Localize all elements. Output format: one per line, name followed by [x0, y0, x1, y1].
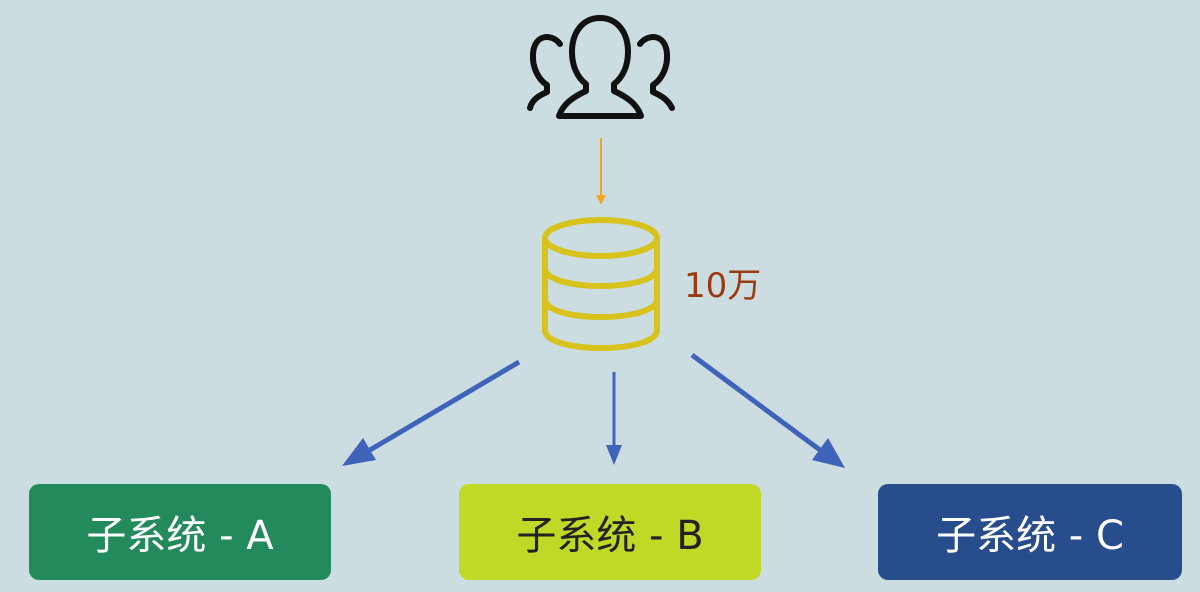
users-icon [527, 15, 675, 119]
subsystem-a-box: 子系统 - A [29, 484, 331, 580]
arrow-to-subsystem-a [342, 359, 521, 466]
subsystem-b-box: 子系统 - B [459, 484, 761, 580]
subsystem-c-label: 子系统 - C [936, 513, 1124, 559]
arrow-to-subsystem-b [606, 372, 622, 465]
subsystem-b-label: 子系统 - B [516, 513, 704, 559]
arrow-to-subsystem-c [690, 352, 845, 468]
record-count-label: 10万 [684, 266, 762, 306]
subsystem-c-box: 子系统 - C [878, 484, 1182, 580]
subsystem-a-label: 子系统 - A [86, 513, 274, 559]
database-icon [542, 217, 660, 351]
user-to-database-arrow [596, 138, 606, 205]
